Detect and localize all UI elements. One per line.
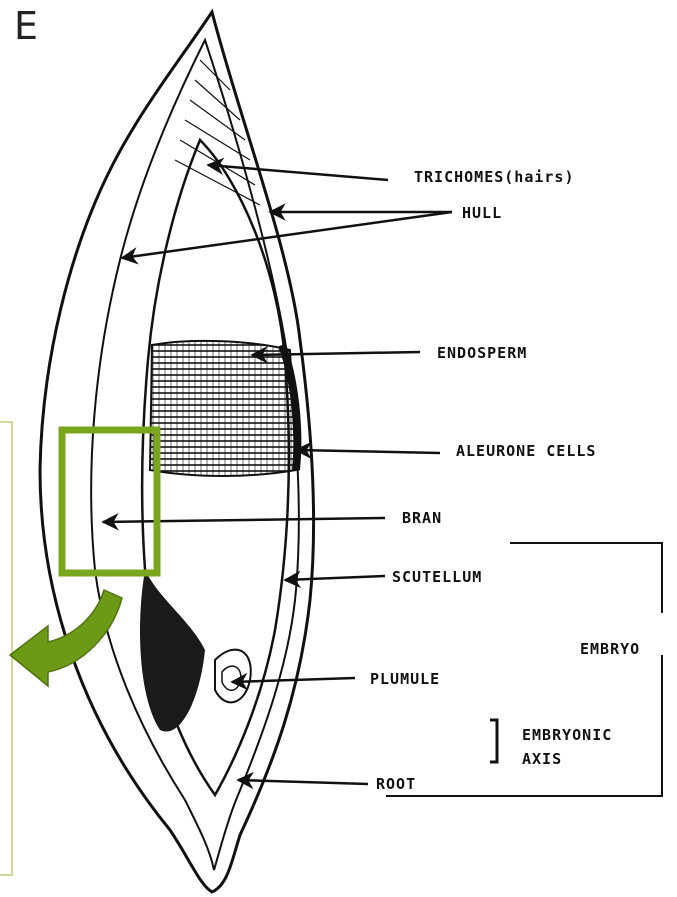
zoom-arrow	[10, 590, 122, 686]
pointer-scutellum	[285, 576, 385, 580]
label-trichomes: TRICHOMES(hairs)	[414, 168, 575, 186]
pointer-aleurone	[296, 450, 440, 453]
embryo-bracket	[510, 543, 662, 613]
endosperm-block	[150, 341, 296, 476]
label-scutellum: SCUTELLUM	[392, 568, 482, 586]
label-plumule: PLUMULE	[370, 670, 440, 688]
side-panel-frame	[0, 422, 12, 875]
label-endosperm: ENDOSPERM	[437, 344, 527, 362]
embryonic-axis-bracket	[490, 720, 497, 762]
label-embryonic-axis-2: AXIS	[522, 750, 562, 768]
label-hull: HULL	[462, 204, 502, 222]
label-embryo: EMBRYO	[580, 640, 640, 658]
pointer-bran	[103, 518, 385, 522]
label-bran: BRAN	[402, 509, 442, 527]
label-aleurone: ALEURONE CELLS	[456, 442, 596, 460]
label-root: ROOT	[376, 775, 416, 793]
scutellum-region	[140, 570, 205, 732]
pointer-root	[238, 780, 368, 784]
plumule-shape	[215, 650, 251, 703]
label-embryonic-axis-1: EMBRYONIC	[522, 726, 612, 744]
pointer-hull	[122, 212, 452, 258]
plumule-inner	[222, 666, 241, 690]
